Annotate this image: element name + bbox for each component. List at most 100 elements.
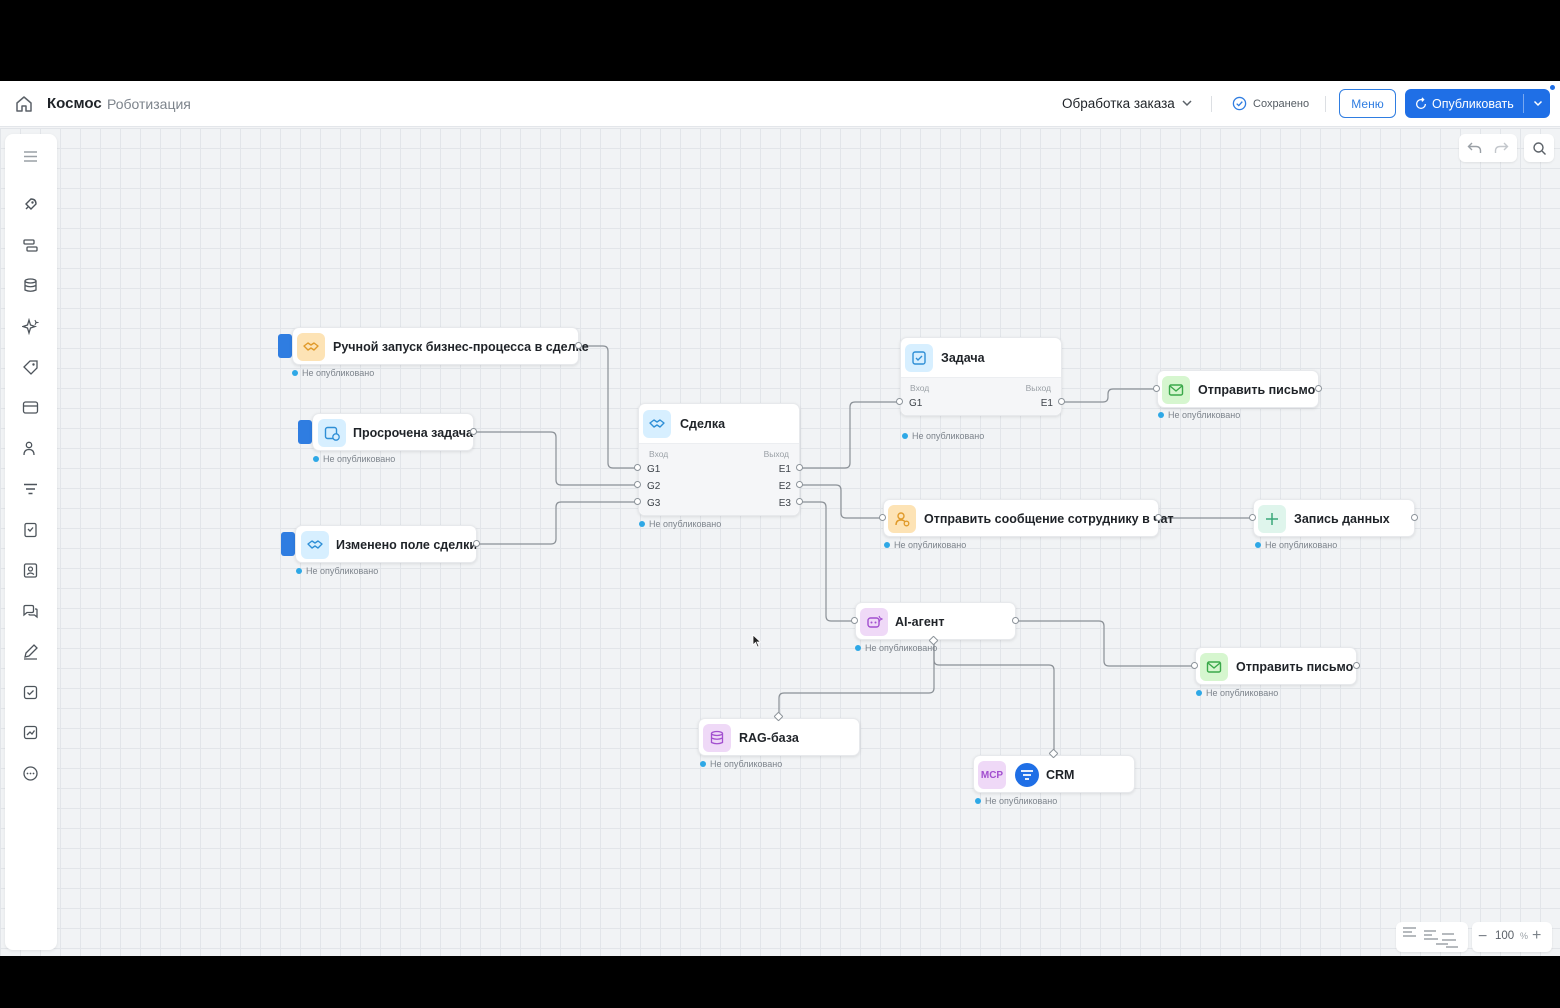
saved-status: Сохранено <box>1253 98 1310 110</box>
zoom-control: − 100 % + <box>1472 922 1552 952</box>
trigger-toggle[interactable] <box>298 420 312 444</box>
user-chat-icon <box>888 505 916 533</box>
input-port[interactable] <box>1249 514 1256 521</box>
output-header: Выход <box>763 449 789 459</box>
output-port[interactable] <box>470 428 477 435</box>
database-icon <box>703 724 731 752</box>
output-port[interactable] <box>1058 398 1065 405</box>
node-title: Задача <box>941 351 985 365</box>
card-icon[interactable] <box>22 399 39 416</box>
node-title: Изменено поле сделки <box>336 538 478 552</box>
output-port[interactable] <box>473 540 480 547</box>
input-port[interactable] <box>634 464 641 471</box>
node-chat-message[interactable]: Отправить сообщение сотруднику в чат <box>883 499 1174 537</box>
input-port[interactable] <box>634 498 641 505</box>
node-title: Просрочена задача <box>353 426 473 440</box>
rocket-icon[interactable] <box>22 196 39 213</box>
output-port-label: E1 <box>1040 398 1053 409</box>
hamburger-icon[interactable] <box>22 148 39 165</box>
undo-icon[interactable] <box>1467 141 1482 155</box>
output-port-label: E3 <box>778 498 791 509</box>
tag-icon[interactable] <box>22 359 39 376</box>
users-icon[interactable] <box>22 440 39 457</box>
filter-icon[interactable] <box>22 481 39 498</box>
wire-ai-rag <box>778 641 935 718</box>
chevron-down-icon[interactable] <box>1532 97 1544 109</box>
minimap[interactable] <box>1396 922 1468 952</box>
chat-icon[interactable] <box>22 603 39 620</box>
output-port[interactable] <box>1155 514 1162 521</box>
chevron-down-icon[interactable] <box>1180 96 1194 110</box>
node-record-data[interactable]: Запись данных <box>1253 499 1415 537</box>
node-task[interactable]: Задача Вход Выход G1 E1 <box>900 337 1062 416</box>
pen-icon[interactable] <box>22 643 39 660</box>
publish-label: Опубликовать <box>1432 96 1514 111</box>
node-field-changed[interactable]: Изменено поле сделки <box>295 525 477 563</box>
output-port[interactable] <box>1012 617 1019 624</box>
flow-canvas[interactable]: Ручной запуск бизнес-процесса в сделке Н… <box>0 128 1560 956</box>
input-port[interactable] <box>634 481 641 488</box>
wire-deal-chat <box>800 484 883 519</box>
node-status: Не опубликовано <box>1195 688 1279 698</box>
layers-icon[interactable] <box>22 237 39 254</box>
zoom-out-button[interactable]: − <box>1478 928 1488 945</box>
connections-layer <box>474 345 1253 755</box>
contact-icon[interactable] <box>22 562 39 579</box>
node-rag-base[interactable]: RAG-база <box>698 718 860 756</box>
input-port[interactable] <box>1153 385 1160 392</box>
home-icon[interactable] <box>14 94 34 114</box>
wire-ai-crm <box>933 641 1055 755</box>
input-header: Вход <box>910 383 930 393</box>
node-crm[interactable]: MCP CRM <box>973 755 1135 793</box>
input-port[interactable] <box>896 398 903 405</box>
zoom-value: 100 <box>1495 930 1515 942</box>
clipboard-icon[interactable] <box>22 521 39 538</box>
input-port-label: G3 <box>647 498 661 509</box>
output-port[interactable] <box>796 498 803 505</box>
checkbox-icon[interactable] <box>22 684 39 701</box>
refresh-icon <box>1415 96 1427 109</box>
redo-icon[interactable] <box>1494 141 1509 155</box>
node-title: Ручной запуск бизнес-процесса в сделке <box>333 340 589 354</box>
node-status: Не опубликовано <box>901 431 985 441</box>
node-title: Отправить письмо <box>1198 383 1316 397</box>
output-port[interactable] <box>1353 662 1360 669</box>
trigger-toggle[interactable] <box>278 334 292 358</box>
robot-icon <box>860 608 888 636</box>
output-header: Выход <box>1025 383 1051 393</box>
trigger-toggle[interactable] <box>281 532 295 556</box>
input-port[interactable] <box>1191 662 1198 669</box>
publish-button[interactable]: Опубликовать <box>1405 89 1550 118</box>
node-overdue-task[interactable]: Просрочена задача <box>312 413 474 451</box>
output-port[interactable] <box>575 342 582 349</box>
brand-name: Космос <box>47 95 102 112</box>
output-port[interactable] <box>796 464 803 471</box>
node-deal[interactable]: Сделка Вход Выход G1 G2 G3 E1 E2 E3 <box>638 403 800 516</box>
process-selector[interactable]: Обработка заказа <box>1062 96 1175 111</box>
input-port[interactable] <box>851 617 858 624</box>
handshake-icon <box>643 410 671 438</box>
node-send-mail[interactable]: Отправить письмо <box>1157 370 1319 408</box>
brand-section: Роботизация <box>107 96 191 112</box>
sparkle-icon[interactable] <box>22 318 39 335</box>
node-ai-agent[interactable]: AI-агент <box>855 602 1016 640</box>
node-title: Запись данных <box>1294 512 1390 526</box>
input-port[interactable] <box>879 514 886 521</box>
output-port[interactable] <box>1315 385 1322 392</box>
port-panel: Вход Выход G1 G2 G3 E1 E2 E3 <box>639 443 799 515</box>
zoom-unit: % <box>1520 931 1529 941</box>
database-icon[interactable] <box>22 277 39 294</box>
mail-icon <box>1162 376 1190 404</box>
check-circle-icon <box>1232 96 1247 111</box>
app-window: Космос Роботизация Обработка заказа Сохр… <box>0 81 1560 956</box>
menu-button[interactable]: Меню <box>1339 89 1396 118</box>
zoom-in-button[interactable]: + <box>1532 927 1542 944</box>
more-icon[interactable] <box>22 765 39 782</box>
output-port[interactable] <box>1411 514 1418 521</box>
node-send-mail[interactable]: Отправить письмо <box>1195 647 1357 685</box>
output-port[interactable] <box>796 481 803 488</box>
mcp-label: MCP <box>980 769 1004 781</box>
analytics-icon[interactable] <box>22 724 39 741</box>
node-manual-start[interactable]: Ручной запуск бизнес-процесса в сделке <box>292 327 589 365</box>
canvas-search-button[interactable] <box>1524 134 1554 162</box>
